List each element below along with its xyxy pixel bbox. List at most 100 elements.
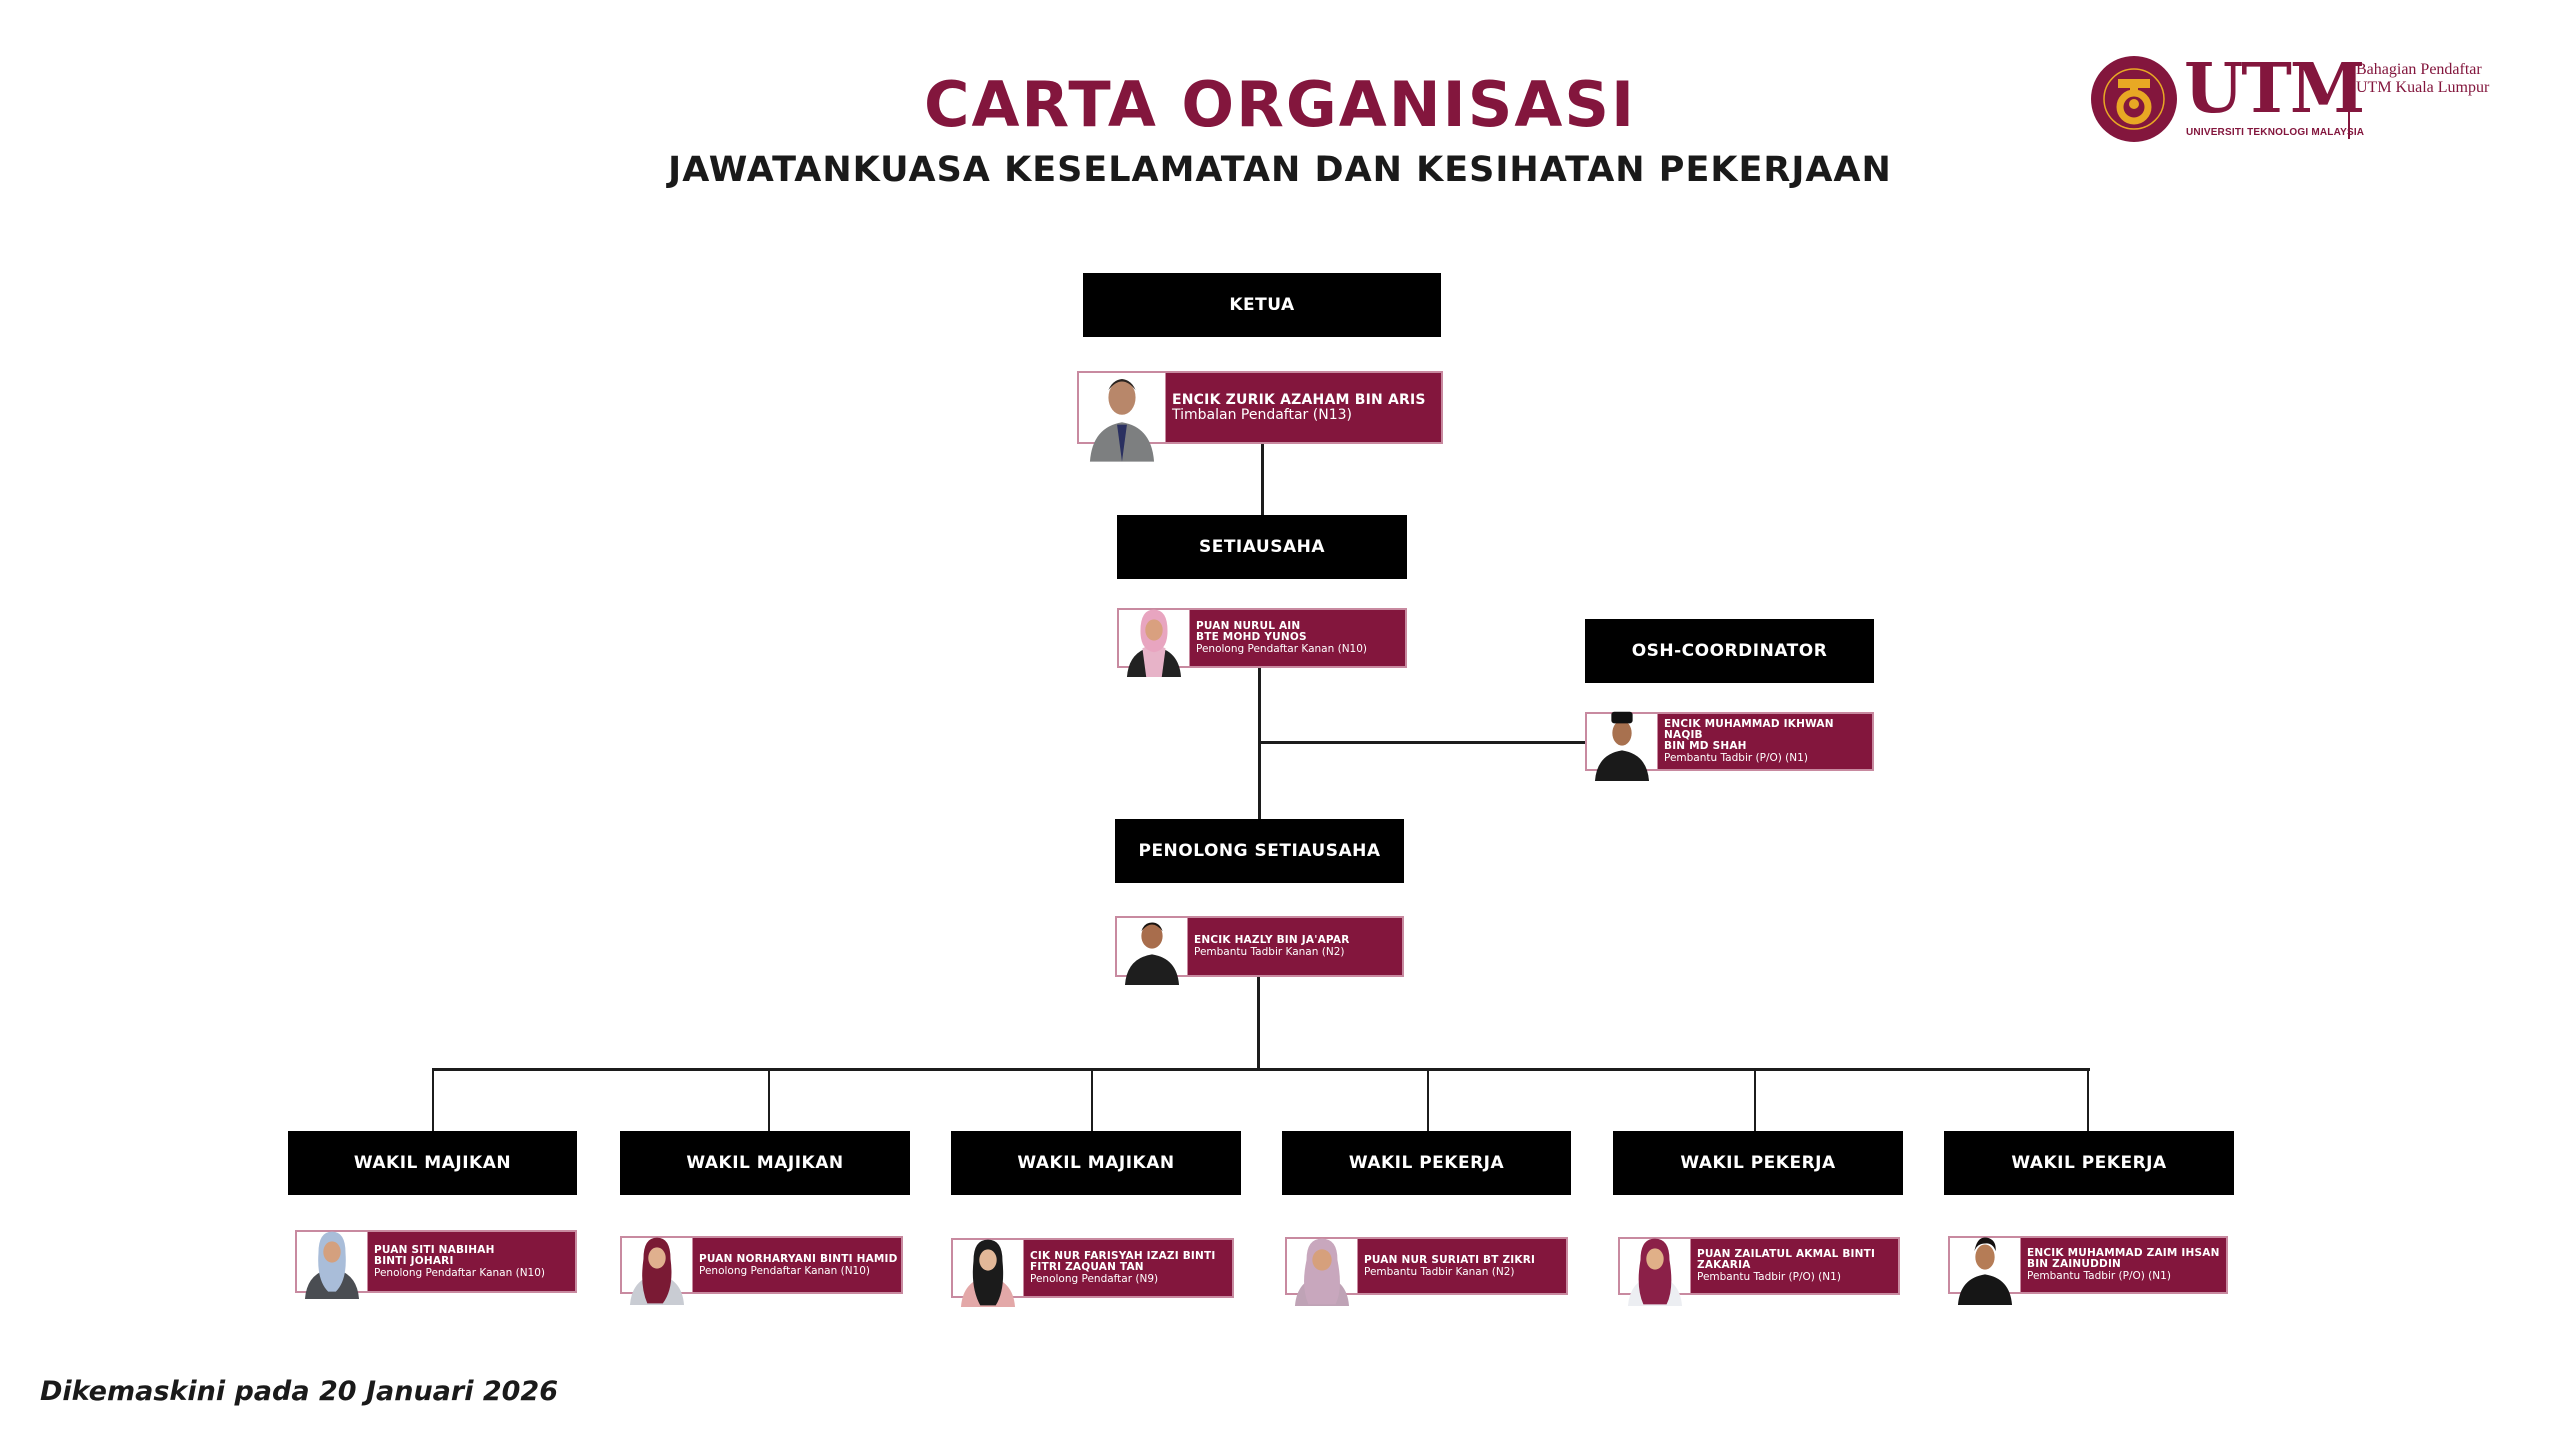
utm-logo: UTM UNIVERSITI TEKNOLOGI MALAYSIA Bahagi…	[2090, 49, 2530, 150]
person-name: PUAN NURUL AIN BTE MOHD YUNOS	[1196, 620, 1307, 643]
person-info: PUAN SITI NABIHAH BINTI JOHARI Penolong …	[368, 1232, 545, 1291]
person-info: ENCIK ZURIK AZAHAM BIN ARIS Timbalan Pen…	[1166, 373, 1426, 442]
person-grade: Penolong Pendaftar (N9)	[1030, 1273, 1159, 1285]
person-card-member-6: ENCIK MUHAMMAD ZAIM IHSAN BIN ZAINUDDIN …	[1948, 1236, 2228, 1306]
person-avatar-icon	[304, 1231, 360, 1300]
person-name: PUAN NORHARYANI BINTI HAMID	[699, 1252, 898, 1265]
person-name: ENCIK MUHAMMAD IKHWAN NAQIB BIN MD SHAH	[1664, 718, 1834, 752]
person-avatar-icon	[1089, 379, 1155, 462]
role-box-member-3: WAKIL MAJIKAN	[951, 1131, 1241, 1195]
person-grade: Timbalan Pendaftar (N13)	[1172, 406, 1352, 423]
page-title: CARTA ORGANISASI	[923, 68, 1637, 141]
person-grade: Pembantu Tadbir Kanan (N2)	[1194, 946, 1345, 958]
role-box-member-2: WAKIL MAJIKAN	[620, 1131, 910, 1195]
person-info: CIK NUR FARISYAH IZAZI BINTI FITRI ZAQUA…	[1024, 1240, 1215, 1296]
person-card-ketua: ENCIK ZURIK AZAHAM BIN ARIS Timbalan Pen…	[1077, 371, 1443, 462]
role-box-penolong-setiausaha: PENOLONG SETIAUSAHA	[1115, 819, 1404, 883]
person-info: ENCIK HAZLY BIN JA'APAR Pembantu Tadbir …	[1188, 918, 1349, 975]
person-avatar-icon	[1627, 1238, 1683, 1307]
person-avatar-icon	[1594, 711, 1650, 782]
department-line-1: Bahagian Pendaftar	[2356, 61, 2482, 78]
person-name: PUAN ZAILATUL AKMAL BINTI ZAKARIA	[1697, 1248, 1876, 1271]
person-info: PUAN ZAILATUL AKMAL BINTI ZAKARIA Pemban…	[1691, 1239, 1875, 1293]
person-avatar-icon	[629, 1237, 685, 1306]
university-name: UNIVERSITI TEKNOLOGI MALAYSIA	[2186, 127, 2365, 138]
role-label: SETIAUSAHA	[1198, 537, 1325, 557]
role-label: PENOLONG SETIAUSAHA	[1138, 841, 1381, 861]
role-label: WAKIL PEKERJA	[1680, 1153, 1836, 1173]
person-photo	[1119, 609, 1190, 678]
connector-member-1	[432, 1068, 434, 1131]
person-grade: Penolong Pendaftar Kanan (N10)	[374, 1266, 546, 1279]
connector-member-2	[768, 1068, 770, 1131]
person-name: ENCIK MUHAMMAD ZAIM IHSAN BIN ZAINUDDIN	[2027, 1247, 2220, 1270]
connector-penolong-bus	[1257, 977, 1260, 1071]
person-grade: Pembantu Tadbir (P/O) (N1)	[1664, 752, 1808, 764]
person-grade: Pembantu Tadbir Kanan (N2)	[1364, 1265, 1515, 1278]
person-photo	[1287, 1238, 1358, 1307]
person-info: ENCIK MUHAMMAD ZAIM IHSAN BIN ZAINUDDIN …	[2021, 1238, 2220, 1292]
person-card-setiausaha: PUAN NURUL AIN BTE MOHD YUNOS Penolong P…	[1117, 608, 1407, 678]
person-photo	[953, 1239, 1024, 1308]
logo-divider	[2348, 63, 2350, 139]
role-box-member-4: WAKIL PEKERJA	[1282, 1131, 1571, 1195]
person-name: CIK NUR FARISYAH IZAZI BINTI FITRI ZAQUA…	[1030, 1250, 1216, 1273]
role-box-osh-coordinator: OSH-COORDINATOR	[1585, 619, 1874, 683]
person-info: PUAN NUR SURIATI BT ZIKRI Pembantu Tadbi…	[1358, 1239, 1535, 1293]
person-photo	[1620, 1238, 1691, 1307]
role-box-member-6: WAKIL PEKERJA	[1944, 1131, 2234, 1195]
role-label: WAKIL PEKERJA	[2011, 1153, 2167, 1173]
person-name: PUAN SITI NABIHAH BINTI JOHARI	[374, 1243, 495, 1267]
person-card-member-2: PUAN NORHARYANI BINTI HAMID Penolong Pen…	[620, 1236, 903, 1306]
person-photo	[1079, 373, 1166, 462]
person-name: PUAN NUR SURIATI BT ZIKRI	[1364, 1253, 1536, 1266]
person-name: ENCIK HAZLY BIN JA'APAR	[1194, 934, 1350, 946]
person-name: ENCIK ZURIK AZAHAM BIN ARIS	[1172, 391, 1426, 408]
role-label: KETUA	[1229, 295, 1295, 315]
person-grade: Pembantu Tadbir (P/O) (N1)	[2027, 1270, 2171, 1282]
person-card-member-5: PUAN ZAILATUL AKMAL BINTI ZAKARIA Pemban…	[1618, 1237, 1900, 1307]
connector-member-6	[2087, 1068, 2089, 1131]
department-name: Bahagian Pendaftar UTM Kuala Lumpur	[2356, 61, 2489, 97]
person-avatar-icon	[1126, 609, 1182, 678]
person-info: PUAN NORHARYANI BINTI HAMID Penolong Pen…	[693, 1238, 898, 1292]
person-photo	[297, 1231, 368, 1300]
connector-member-4	[1427, 1068, 1429, 1131]
role-box-setiausaha: SETIAUSAHA	[1117, 515, 1407, 579]
role-box-member-5: WAKIL PEKERJA	[1613, 1131, 1903, 1195]
role-box-member-1: WAKIL MAJIKAN	[288, 1131, 577, 1195]
person-grade: Pembantu Tadbir (P/O) (N1)	[1697, 1271, 1841, 1283]
person-card-osh-coordinator: ENCIK MUHAMMAD IKHWAN NAQIB BIN MD SHAH …	[1585, 711, 1874, 782]
person-card-penolong-setiausaha: ENCIK HAZLY BIN JA'APAR Pembantu Tadbir …	[1115, 916, 1404, 986]
utm-seal-icon	[2091, 56, 2177, 142]
person-avatar-icon	[1294, 1238, 1350, 1307]
person-photo	[622, 1237, 693, 1306]
person-photo	[1950, 1237, 2021, 1306]
connector-member-3	[1091, 1068, 1093, 1131]
connector-member-5	[1754, 1068, 1756, 1131]
person-card-member-1: PUAN SITI NABIHAH BINTI JOHARI Penolong …	[295, 1230, 577, 1300]
person-photo	[1117, 918, 1188, 986]
utm-wordmark: UTM	[2184, 49, 2365, 129]
role-label: WAKIL MAJIKAN	[686, 1153, 844, 1173]
person-grade: Penolong Pendaftar Kanan (N10)	[1196, 643, 1368, 655]
person-card-member-3: CIK NUR FARISYAH IZAZI BINTI FITRI ZAQUA…	[951, 1238, 1234, 1308]
role-label: OSH-COORDINATOR	[1631, 641, 1828, 661]
role-label: WAKIL MAJIKAN	[353, 1153, 512, 1173]
department-line-2: UTM Kuala Lumpur	[2356, 79, 2490, 96]
person-card-member-4: PUAN NUR SURIATI BT ZIKRI Pembantu Tadbi…	[1285, 1237, 1568, 1307]
role-label: WAKIL PEKERJA	[1348, 1153, 1505, 1173]
last-updated-note: Dikemaskini pada 20 Januari 2026	[40, 1376, 558, 1407]
role-box-ketua: KETUA	[1083, 273, 1441, 337]
person-avatar-icon	[1957, 1237, 2013, 1306]
person-grade: Penolong Pendaftar Kanan (N10)	[699, 1264, 871, 1277]
connector-osh	[1258, 741, 1585, 744]
connector-ketua-setiausaha	[1261, 444, 1264, 515]
role-label: WAKIL MAJIKAN	[1017, 1153, 1175, 1173]
page-subtitle: JAWATANKUASA KESELAMATAN DAN KESIHATAN P…	[668, 150, 1892, 190]
person-info: PUAN NURUL AIN BTE MOHD YUNOS Penolong P…	[1190, 610, 1367, 666]
person-avatar-icon	[1124, 922, 1180, 986]
connector-bus	[432, 1068, 2090, 1071]
person-photo	[1587, 711, 1658, 782]
person-avatar-icon	[960, 1239, 1016, 1308]
